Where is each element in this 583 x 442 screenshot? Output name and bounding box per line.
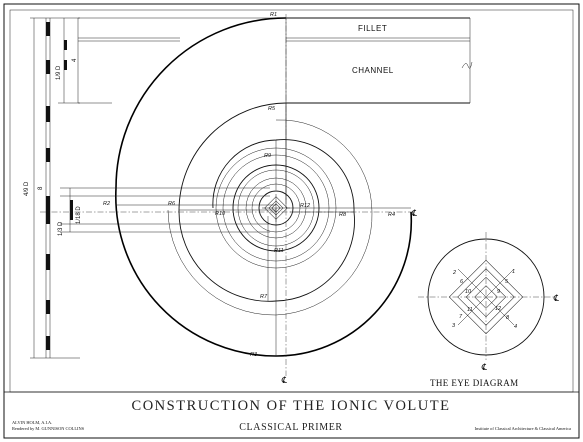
- label-r6: R6: [168, 201, 176, 207]
- credit-renderer: Rendered by M. GUNNISON COLLINS: [12, 426, 85, 431]
- eye-point-6: 6: [460, 279, 464, 285]
- dim-total: 4/9 D: [24, 181, 30, 196]
- eye-diagram: 1 2 3 4 5 6 7 8 9 10 11 12 ℄ ℄ THE EYE D…: [418, 232, 559, 388]
- eye-point-12: 12: [495, 306, 501, 312]
- credit-institute: Institute of Classical Architecture & Cl…: [475, 426, 571, 431]
- eye-centerline-right: ℄: [553, 293, 559, 303]
- credit-author: ALVIN HOLM, A.I.A.: [12, 420, 52, 426]
- volute-drawing: [40, 14, 473, 376]
- label-r5: R5: [268, 106, 276, 112]
- dimension-scale: 4/9 D 8 1/9 D 4 1/18 D 1/3 D: [24, 17, 270, 359]
- eye-point-9: 9: [497, 289, 500, 295]
- label-r8: R8: [339, 212, 347, 218]
- fillet-label: FILLET: [358, 24, 387, 33]
- eye-point-8: 8: [506, 315, 510, 321]
- label-r2: R2: [103, 201, 110, 207]
- label-r3: R3: [250, 352, 258, 358]
- eye-point-4: 4: [514, 324, 517, 330]
- label-r12: R12: [300, 203, 310, 209]
- dim-eye: 1/18 D: [76, 206, 82, 224]
- eye-point-2: 2: [452, 270, 456, 276]
- sheet-title: CONSTRUCTION OF THE IONIC VOLUTE: [132, 398, 451, 414]
- eye-point-3: 3: [452, 323, 456, 329]
- dim-top-module: 4: [72, 58, 78, 62]
- radius-labels: R1 R5 R9 R2 R6 R10 R12 R8 R4 R11 R7 R3: [103, 12, 395, 358]
- eye-point-10: 10: [465, 289, 472, 295]
- eye-point-11: 11: [467, 307, 473, 313]
- label-r4: R4: [388, 212, 395, 218]
- eye-diagram-title: THE EYE DIAGRAM: [430, 378, 519, 388]
- label-r11: R11: [274, 248, 284, 254]
- sheet-border: [3, 3, 580, 439]
- centerline-mark-right: ℄: [411, 208, 417, 218]
- label-r9: R9: [264, 153, 271, 159]
- eye-point-7: 7: [459, 314, 463, 320]
- eye-point-1: 1: [512, 269, 515, 275]
- dim-top: 1/9 D: [56, 65, 62, 80]
- sheet-subtitle: CLASSICAL PRIMER: [239, 422, 342, 433]
- eye-centerline-bottom: ℄: [481, 362, 487, 372]
- channel-label: CHANNEL: [352, 66, 394, 75]
- label-r10: R10: [215, 211, 226, 217]
- title-block: CONSTRUCTION OF THE IONIC VOLUTE CLASSIC…: [12, 398, 571, 433]
- dim-lower: 1/3 D: [58, 221, 64, 236]
- centerline-mark-bottom: ℄: [281, 375, 287, 385]
- eye-point-5: 5: [505, 279, 509, 285]
- dim-total-module: 8: [38, 186, 44, 190]
- label-r7: R7: [260, 294, 268, 300]
- label-r1: R1: [270, 12, 277, 18]
